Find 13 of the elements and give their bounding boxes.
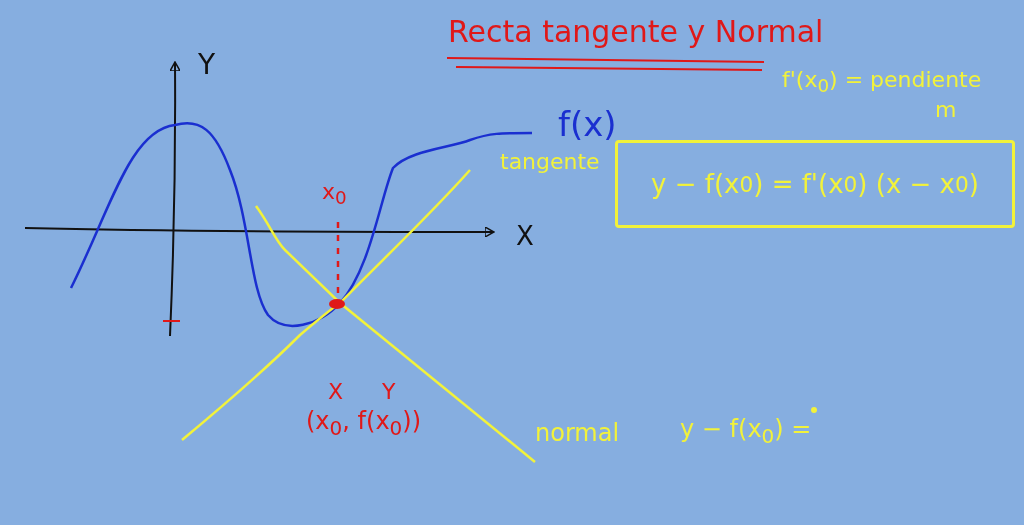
coordinate-label: Y xyxy=(382,380,396,405)
axis-label: Y xyxy=(198,50,216,81)
slope-note: f'(x$_{0}$) = pendiente xyxy=(782,68,982,97)
title: Recta tangente y Normal xyxy=(448,14,824,49)
line-label: tangente xyxy=(500,150,600,175)
function-label: f(x) xyxy=(558,106,617,144)
equation: y − f(x$_{0}$) = xyxy=(680,416,812,447)
point-label: x$_{0}$ xyxy=(322,180,347,209)
line-label: normal xyxy=(535,420,620,447)
symbol-label: m xyxy=(935,98,957,123)
coordinate-label: X xyxy=(328,380,344,405)
axis-label: X xyxy=(516,222,534,251)
point-coordinates: (x$_{0}$, f(x$_{0}$)) xyxy=(306,408,422,439)
